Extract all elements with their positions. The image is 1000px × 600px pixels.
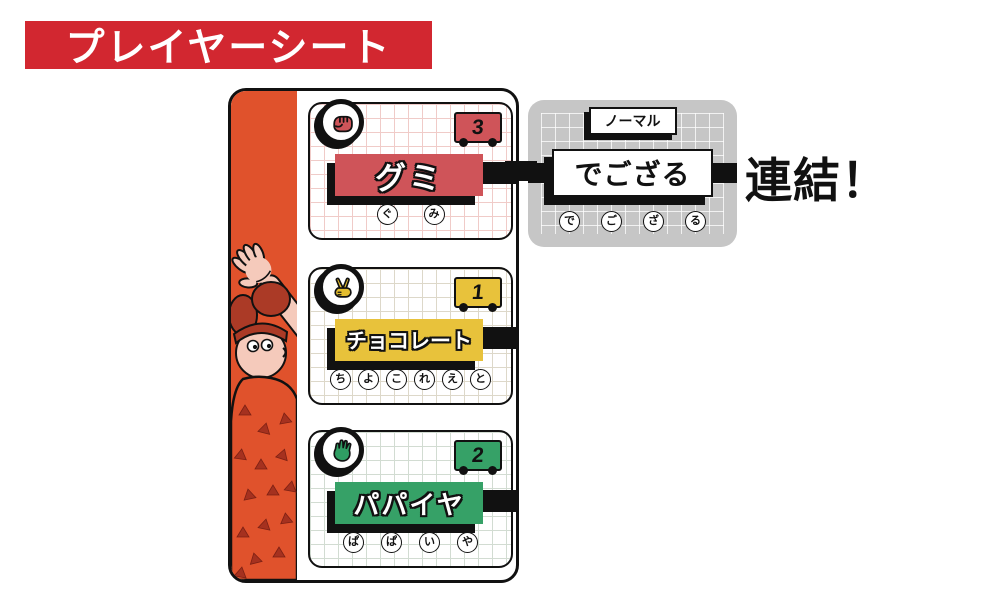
word-label: チョコレート <box>346 330 472 353</box>
car-number: 2 <box>471 443 486 467</box>
kana-circle: る <box>685 211 706 232</box>
word-label: パパイヤ <box>353 489 465 520</box>
rock-hand-icon <box>318 99 364 145</box>
kana-circle: で <box>559 211 580 232</box>
train-coupler <box>478 490 516 512</box>
kana-circle: れ <box>414 369 435 390</box>
kana-circle: よ <box>358 369 379 390</box>
word-card-chocolate: 1 チョコレート ちよこれえと <box>308 264 516 405</box>
wheel-icon <box>459 466 468 475</box>
kana-row: ぐみ <box>310 204 511 225</box>
car-number-badge: 3 <box>454 112 502 147</box>
wheel-icon <box>459 303 468 312</box>
kana-circle: と <box>470 369 491 390</box>
wheel-icon <box>459 138 468 147</box>
suffix-card-degozaru: ノーマル でござる でござる <box>528 100 737 247</box>
kana-circle: や <box>457 532 478 553</box>
wheel-icon <box>488 466 497 475</box>
kana-circle: ぱ <box>343 532 364 553</box>
kana-circle: こ <box>386 369 407 390</box>
word-card-gumi: 3 グミ ぐみ <box>308 99 516 240</box>
word-bar: チョコレート <box>335 319 483 361</box>
car-number-badge: 2 <box>454 440 502 475</box>
kana-circle: ざ <box>643 211 664 232</box>
card-coupling-bar <box>505 161 537 181</box>
player-sheet-card: 3 グミ ぐみ 1 チョコレ <box>228 88 519 583</box>
car-number-badge: 1 <box>454 277 502 312</box>
kana-circle: み <box>423 204 445 225</box>
word-bar: パパイヤ <box>335 482 483 524</box>
kana-circle: い <box>419 532 440 553</box>
normal-type-tag: ノーマル <box>588 107 677 135</box>
kana-row: ちよこれえと <box>310 369 511 390</box>
kana-row: ぱぱいや <box>310 532 511 553</box>
page-title: プレイヤーシート <box>25 21 432 70</box>
train-coupler <box>478 327 516 349</box>
strawberry-character-art <box>231 91 297 580</box>
word-bar: グミ <box>335 154 483 196</box>
word-label: グミ <box>375 160 443 196</box>
kana-circle: ご <box>601 211 622 232</box>
word-card-papaya: 2 パパイヤ ぱぱいや <box>308 427 516 568</box>
paper-hand-icon <box>318 427 364 473</box>
kana-circle: ぱ <box>381 532 402 553</box>
train-coupler <box>709 163 737 183</box>
wheel-icon <box>488 138 497 147</box>
scissors-hand-icon <box>318 264 364 310</box>
word-bar: でござる <box>552 149 713 197</box>
character-illustration <box>231 91 297 580</box>
car-number: 3 <box>471 115 486 139</box>
kana-row: でござる <box>528 211 737 232</box>
car-number: 1 <box>471 280 486 304</box>
kana-circle: ぐ <box>376 204 398 225</box>
wheel-icon <box>488 303 497 312</box>
kana-circle: ち <box>330 369 351 390</box>
renketsu-annotation: 連結！ <box>745 154 889 207</box>
kana-circle: え <box>442 369 463 390</box>
word-label: でござる <box>574 159 691 190</box>
